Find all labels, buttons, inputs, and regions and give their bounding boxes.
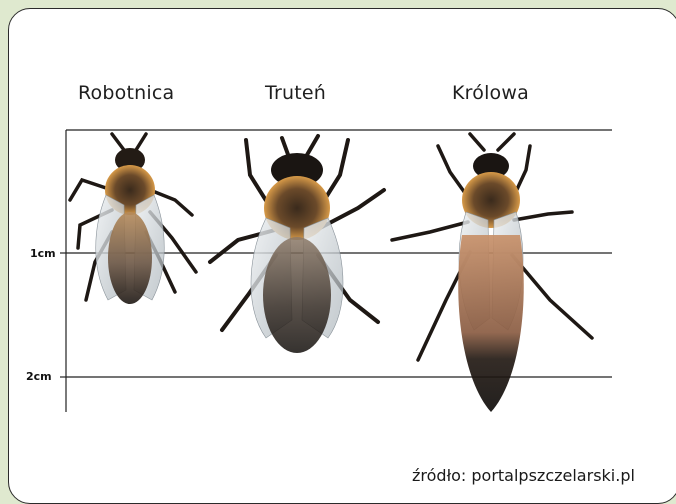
title-drone: Truteń (265, 82, 326, 104)
drone-bee-illustration (210, 136, 384, 353)
scale-label-2cm: 2cm (26, 370, 52, 383)
title-queen: Królowa (452, 82, 529, 104)
scale-label-1cm: 1cm (30, 247, 56, 260)
worker-bee-illustration (70, 134, 196, 304)
title-worker: Robotnica (78, 82, 174, 104)
queen-bee-illustration (392, 134, 592, 412)
source-credit: źródło: portalpszczelarski.pl (412, 466, 635, 485)
